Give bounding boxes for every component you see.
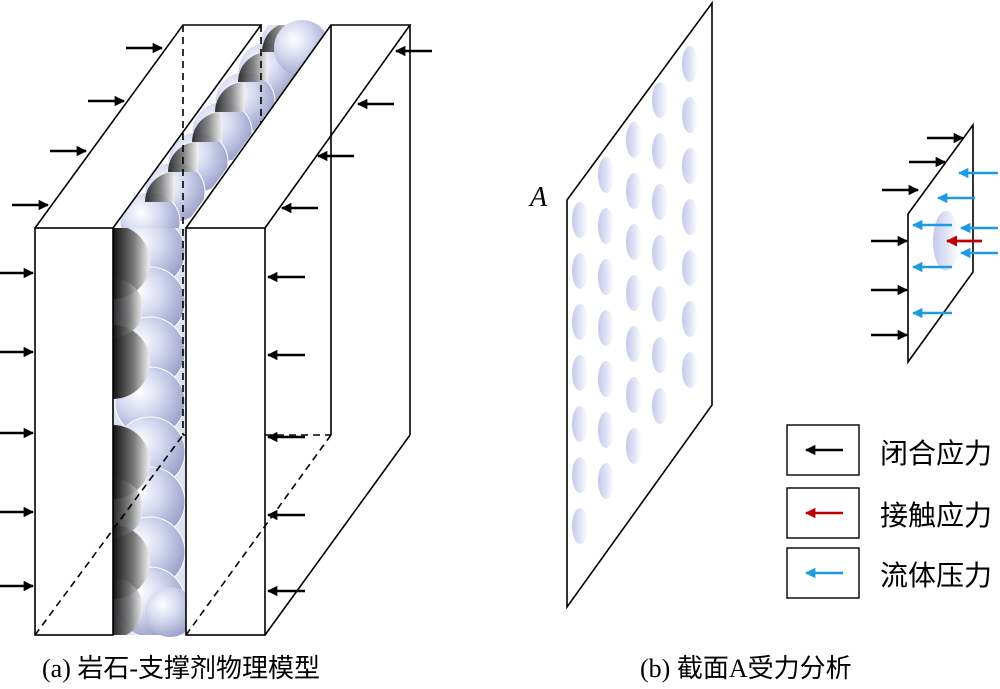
pore [652, 184, 668, 220]
pore [626, 224, 642, 260]
pore-array [572, 46, 698, 544]
pore [682, 301, 698, 337]
legend-label-closure-stress: 闭合应力 [880, 437, 993, 470]
pore [652, 82, 668, 118]
pore [682, 46, 698, 82]
pore [626, 326, 642, 362]
pore [572, 304, 588, 340]
pore [572, 355, 588, 391]
closure-stress-arrows-right [266, 45, 432, 597]
caption-left: (a) 岩石-支撑剂物理模型 [42, 654, 321, 683]
legend-label-fluid-pressure: 流体压力 [880, 559, 993, 592]
caption-right: (b) 截面A受力分析 [640, 654, 852, 683]
pore [682, 148, 698, 184]
detail-fluid-pressure-arrows [911, 167, 998, 319]
cross-section-a [566, 0, 713, 610]
pore [682, 97, 698, 133]
pore [598, 412, 614, 448]
pore [652, 235, 668, 271]
pore [626, 122, 642, 158]
pore [682, 199, 698, 235]
pore [652, 133, 668, 169]
pore [572, 202, 588, 238]
pore [598, 463, 614, 499]
pore [572, 457, 588, 493]
rock-proppant-model [0, 20, 432, 637]
pore [626, 173, 642, 209]
pore [598, 157, 614, 193]
detail-closure-arrows [871, 132, 965, 341]
right-rock-slab [185, 24, 412, 636]
pore [652, 337, 668, 373]
pore [572, 253, 588, 289]
left-rock-slab [34, 24, 263, 636]
pore [626, 275, 642, 311]
force-analysis-detail [871, 122, 998, 365]
pore [572, 508, 588, 544]
legend-label-contact-stress: 接触应力 [880, 499, 993, 532]
closure-stress-arrows-left [0, 42, 164, 592]
pore [652, 388, 668, 424]
legend-swatch-fluid [786, 547, 860, 599]
pore [598, 361, 614, 397]
legend [786, 424, 860, 599]
section-label: A [530, 182, 548, 213]
pore [682, 250, 698, 286]
pore [572, 406, 588, 442]
pore [626, 428, 642, 464]
pore [626, 377, 642, 413]
pore [598, 259, 614, 295]
pore [682, 352, 698, 388]
pore [652, 286, 668, 322]
proppant-ball [145, 587, 195, 637]
proppant-top-layer [119, 25, 321, 228]
proppant-front-layer [113, 228, 186, 635]
pore [598, 208, 614, 244]
pore [598, 310, 614, 346]
